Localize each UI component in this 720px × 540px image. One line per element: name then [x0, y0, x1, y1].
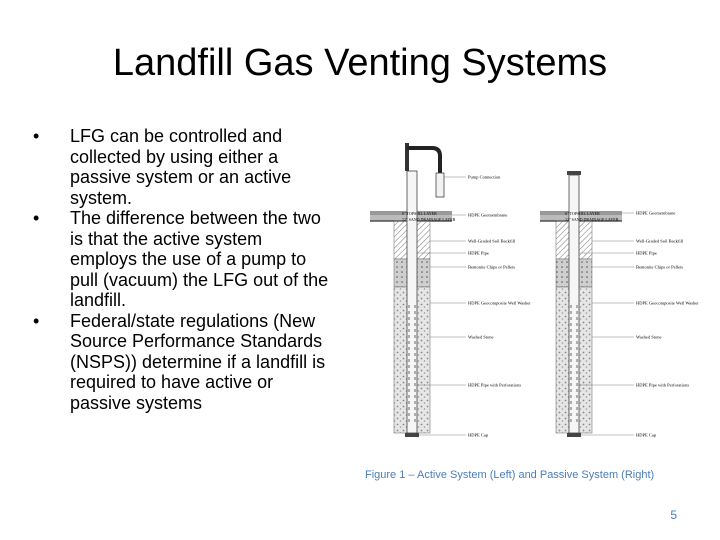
sand-label: 12" SAND DRAINAGE LAYER: [402, 217, 456, 222]
backfill-label: Well-Graded Soil Backfill: [468, 239, 516, 244]
bullet-dot: •: [33, 310, 40, 331]
well-diagram-figure: 6" TOPSOIL LAYER 12" SAND DRAINAGE LAYER…: [370, 143, 699, 438]
active-callouts: Pump Connection HDPE Geomembrane Well-Gr…: [468, 175, 531, 438]
bullet-item: • Federal/state regulations (New Source P…: [30, 311, 330, 414]
geomembrane-label: HDPE Geomembrane: [636, 211, 675, 216]
vent-cap-top: [567, 171, 581, 175]
bullet-list: • LFG can be controlled and collected by …: [30, 126, 330, 413]
backfill-label: Well-Graded Soil Backfill: [636, 239, 684, 244]
pipe-label: HDPE Pipe: [468, 251, 489, 256]
cap-label: HDPE Cap: [468, 433, 489, 438]
pump-canister: [435, 172, 445, 198]
sand-layer: [540, 215, 622, 221]
topsoil-label: 6" TOPSOIL LAYER: [402, 211, 437, 216]
slide-title: Landfill Gas Venting Systems: [112, 42, 608, 84]
page-number: 5: [670, 508, 677, 522]
geomembrane-label: HDPE Geomembrane: [468, 213, 507, 218]
bentonite-label: Bentonite Chips or Pellets: [636, 265, 683, 270]
cap-label: HDPE Cap: [636, 433, 657, 438]
bullet-text: LFG can be controlled and collected by u…: [70, 126, 292, 208]
pipe-label: HDPE Pipe: [636, 251, 657, 256]
bullet-text: The difference between the two is that t…: [70, 208, 329, 310]
bullet-dot: •: [33, 208, 40, 228]
pipe-cap: [567, 433, 581, 437]
bullet-dot: •: [33, 126, 40, 146]
stone-label: Washed Stone: [468, 335, 494, 340]
figure-caption: Figure 1 – Active System (Left) and Pass…: [365, 469, 655, 481]
pump-connection-hose: [407, 146, 442, 173]
bullet-text: Federal/state regulations (New Source Pe…: [70, 310, 326, 413]
passive-callouts: HDPE Geomembrane Well-Graded Soil Backfi…: [636, 211, 699, 438]
pump-valve: [405, 143, 409, 171]
active-leader-lines: [417, 176, 466, 436]
pipe-cap: [405, 433, 419, 437]
bullet-item: • LFG can be controlled and collected by …: [30, 126, 330, 208]
perforated-pipe-label: HDPE Pipe with Perforations: [636, 383, 689, 388]
stone-label: Washed Stone: [636, 335, 662, 340]
passive-leader-lines: [579, 212, 634, 436]
bentonite-label: Bentonite Chips or Pellets: [468, 265, 515, 270]
pump-label: Pump Connection: [468, 175, 501, 180]
bullet-item: • The difference between the two is that …: [30, 208, 330, 311]
passive-well-diagram: 6" TOPSOIL LAYER 12" SAND DRAINAGE LAYER…: [540, 171, 699, 438]
perforated-pipe-label: HDPE Pipe with Perforations: [468, 383, 521, 388]
topsoil-layer: [540, 211, 622, 215]
washer-label: HDPE Geocomposite Well Washer: [636, 301, 699, 306]
washer-label: HDPE Geocomposite Well Washer: [468, 301, 531, 306]
active-well-diagram: 6" TOPSOIL LAYER 12" SAND DRAINAGE LAYER…: [370, 143, 531, 438]
topsoil-label: 6" TOPSOIL LAYER: [565, 211, 600, 216]
sand-label: 12" SAND DRAINAGE LAYER: [565, 217, 619, 222]
